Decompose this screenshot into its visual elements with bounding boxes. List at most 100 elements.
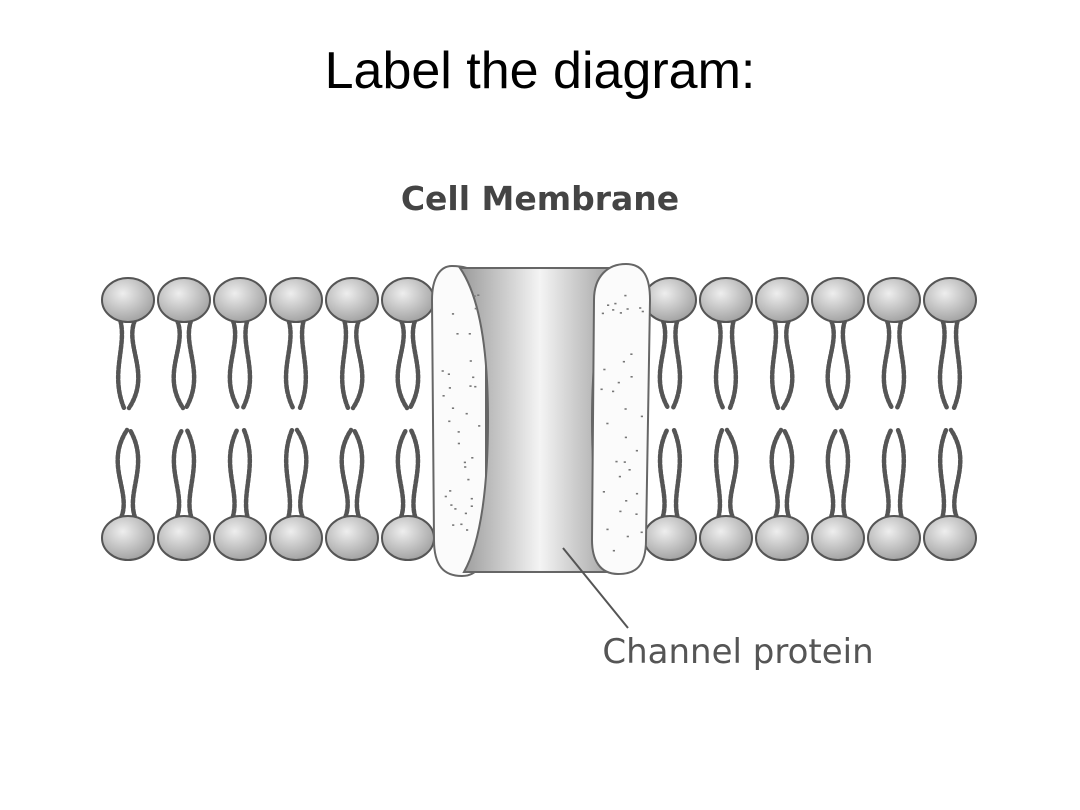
fatty-acid-tail bbox=[769, 313, 781, 411]
phosphate-head bbox=[755, 515, 809, 561]
speckle bbox=[449, 490, 452, 492]
speckle bbox=[472, 376, 475, 379]
phosphate-head bbox=[699, 515, 753, 561]
speckle bbox=[464, 512, 467, 515]
speckle bbox=[606, 422, 609, 425]
slide-title: Label the diagram: bbox=[324, 42, 756, 100]
speckle bbox=[614, 302, 617, 305]
fatty-acid-tail bbox=[241, 427, 253, 525]
speckle bbox=[640, 415, 643, 418]
phospholipid bbox=[699, 427, 753, 561]
phospholipid bbox=[867, 427, 921, 561]
fatty-acid-tail bbox=[825, 313, 840, 411]
fatty-acid-tail bbox=[881, 313, 895, 411]
phosphate-head bbox=[325, 515, 379, 561]
phospholipid bbox=[923, 277, 977, 411]
phospholipid bbox=[101, 427, 155, 561]
phospholipid bbox=[811, 427, 865, 561]
speckle bbox=[628, 469, 631, 471]
phospholipid bbox=[101, 277, 155, 411]
speckle bbox=[626, 308, 629, 310]
phosphate-head bbox=[811, 515, 865, 561]
speckle bbox=[640, 531, 643, 534]
speckle bbox=[465, 412, 468, 415]
speckle bbox=[468, 333, 471, 335]
speckle bbox=[442, 395, 445, 397]
speckle bbox=[451, 407, 455, 409]
fatty-acid-tail bbox=[240, 313, 253, 411]
phospholipid bbox=[755, 277, 809, 411]
speckle bbox=[624, 408, 627, 410]
fatty-acid-tail bbox=[408, 427, 421, 525]
speckle bbox=[623, 461, 626, 463]
fatty-acid-tail bbox=[780, 313, 795, 411]
speckle bbox=[619, 510, 622, 513]
fatty-acid-tail bbox=[825, 427, 839, 525]
fatty-acid-tail bbox=[838, 427, 851, 525]
speckle bbox=[469, 385, 472, 387]
phosphate-head bbox=[269, 277, 323, 323]
speckle bbox=[457, 431, 460, 433]
fatty-acid-tail bbox=[769, 427, 784, 525]
speckle bbox=[464, 466, 467, 468]
phosphate-head bbox=[867, 277, 921, 323]
phospholipid bbox=[213, 277, 267, 411]
speckle bbox=[456, 333, 459, 335]
speckle bbox=[603, 368, 606, 371]
speckle bbox=[600, 388, 603, 391]
phosphate-head bbox=[213, 515, 267, 561]
speckle bbox=[467, 478, 470, 481]
speckle bbox=[607, 304, 610, 306]
phosphate-head bbox=[923, 277, 977, 323]
speckle bbox=[441, 370, 444, 372]
phosphate-head bbox=[643, 515, 697, 561]
phospholipid bbox=[157, 277, 211, 411]
phospholipid bbox=[213, 427, 267, 561]
channel-protein bbox=[430, 262, 652, 578]
fatty-acid-tail bbox=[227, 427, 240, 525]
phospholipid bbox=[381, 277, 435, 411]
phospholipid bbox=[699, 277, 753, 411]
phosphate-head bbox=[643, 277, 697, 323]
speckle bbox=[448, 387, 451, 389]
phosphate-head bbox=[269, 515, 323, 561]
fatty-acid-tail bbox=[395, 313, 410, 411]
speckle bbox=[601, 312, 604, 315]
phospholipid bbox=[867, 277, 921, 411]
fatty-acid-tail bbox=[948, 427, 963, 525]
fatty-acid-tail bbox=[713, 313, 726, 411]
fatty-acid-tail bbox=[670, 313, 683, 411]
speckle bbox=[624, 436, 627, 439]
speckle bbox=[470, 497, 473, 500]
phosphate-head bbox=[101, 277, 155, 323]
speckle bbox=[466, 529, 469, 531]
speckle bbox=[602, 491, 605, 493]
fatty-acid-tail bbox=[115, 427, 130, 525]
fatty-acid-tail bbox=[937, 313, 950, 411]
phosphate-head bbox=[325, 277, 379, 323]
protein-texture bbox=[441, 294, 644, 552]
phospholipid bbox=[325, 427, 379, 561]
phosphate-head bbox=[101, 515, 155, 561]
speckle bbox=[625, 500, 628, 502]
speckle bbox=[635, 492, 639, 495]
phosphate-head bbox=[381, 515, 435, 561]
speckle bbox=[630, 376, 633, 378]
fatty-acid-tail bbox=[171, 427, 185, 525]
speckle bbox=[477, 294, 480, 296]
fatty-acid-tail bbox=[837, 313, 851, 411]
phosphate-head bbox=[157, 277, 211, 323]
speckle bbox=[619, 312, 622, 314]
fatty-acid-tail bbox=[297, 313, 309, 411]
speckle bbox=[626, 535, 629, 538]
speckle bbox=[641, 310, 644, 313]
fatty-acid-tail bbox=[351, 427, 365, 525]
fatty-acid-tail bbox=[127, 427, 141, 525]
speckle bbox=[617, 381, 620, 384]
fatty-acid-tail bbox=[724, 427, 739, 525]
speckle bbox=[612, 309, 615, 311]
phospholipid bbox=[269, 427, 323, 561]
fatty-acid-tail bbox=[713, 427, 725, 525]
phosphate-head bbox=[213, 277, 267, 323]
fatty-acid-tail bbox=[126, 313, 141, 411]
